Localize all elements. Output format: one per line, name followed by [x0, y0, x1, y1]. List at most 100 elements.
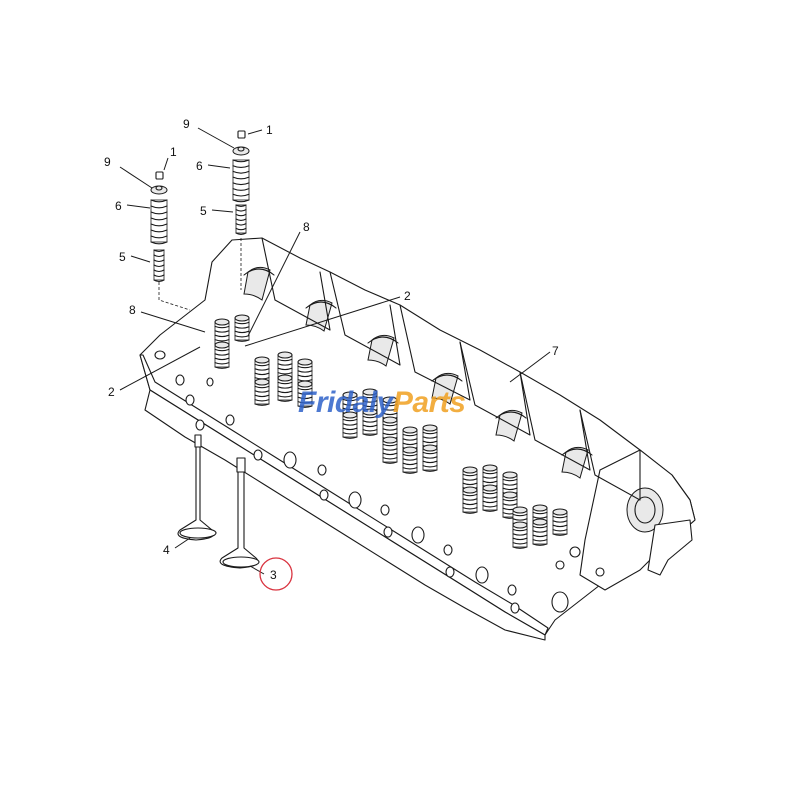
- watermark-part1: Fridaly: [298, 386, 395, 419]
- spring-6-left-body: [150, 199, 168, 243]
- installed-spring-19-cap: [422, 444, 438, 452]
- keeper-left: [155, 171, 164, 180]
- installed-spring: [382, 416, 398, 444]
- spring-6-left-coils: [150, 199, 168, 245]
- watermark: FridalyParts: [298, 386, 466, 419]
- callout-7: 7: [552, 344, 559, 358]
- callout-2-left: 2: [108, 385, 115, 399]
- installed-spring-23-cap: [462, 486, 478, 494]
- installed-spring-13-cap: [362, 408, 378, 416]
- installed-spring-14-cap: [382, 416, 398, 424]
- inner-spring-left: [153, 249, 165, 283]
- callout-5-left: 5: [119, 250, 126, 264]
- spring-6-right-coils: [232, 159, 250, 203]
- installed-spring-12-cap: [342, 411, 358, 419]
- cylinder-head: [139, 237, 696, 641]
- callout-3-highlight-circle: [259, 557, 293, 591]
- installed-spring: [277, 374, 293, 402]
- callout-9-left: 9: [104, 155, 111, 169]
- valve-3: [219, 457, 260, 569]
- leader-lines: [119, 127, 551, 575]
- installed-spring-4-cap: [277, 351, 293, 359]
- installed-spring-28-cap: [552, 508, 568, 516]
- installed-spring-26-cap: [512, 506, 528, 514]
- installed-spring: [234, 314, 250, 342]
- installed-spring-27-cap: [532, 504, 548, 512]
- installed-spring-7-cap: [277, 374, 293, 382]
- installed-spring: [462, 466, 478, 494]
- watermark-part2: Parts: [393, 386, 466, 419]
- end-flange: [647, 519, 693, 576]
- callout-6-left: 6: [115, 199, 122, 213]
- installed-spring-17-cap: [382, 436, 398, 444]
- installed-spring: [462, 486, 478, 514]
- installed-spring: [482, 484, 498, 512]
- installed-spring: [277, 351, 293, 379]
- installed-spring: [254, 356, 270, 384]
- installed-spring: [214, 318, 230, 346]
- spring-5-left-coils: [153, 249, 165, 283]
- installed-spring: [422, 444, 438, 472]
- inner-spring-right: [235, 204, 247, 235]
- spring-5-right-coils: [235, 204, 247, 235]
- installed-spring-22-cap: [502, 471, 518, 479]
- installed-spring-20-cap: [462, 466, 478, 474]
- installed-spring-30-cap: [532, 518, 548, 526]
- front-face-holes: [154, 350, 569, 614]
- callout-3: 3: [270, 568, 277, 582]
- callout-1-left: 1: [170, 145, 177, 159]
- keeper-right: [237, 130, 246, 139]
- callouts: 9 1 6 5 9 1 6 5 8 8 2 2 7 4 3: [104, 117, 559, 591]
- installed-spring-25-cap: [502, 491, 518, 499]
- stack-left-dashed-axis: [158, 282, 191, 311]
- callout-1-right: 1: [266, 123, 273, 137]
- rear-bore: [626, 487, 664, 533]
- installed-spring-9-cap: [342, 391, 358, 399]
- outer-spring-left: [150, 199, 168, 245]
- callout-8-left: 8: [129, 303, 136, 317]
- installed-spring-3-cap: [254, 356, 270, 364]
- installed-spring-29-cap: [512, 521, 528, 529]
- exploded-stack-right: [232, 130, 250, 290]
- outer-spring-right: [232, 159, 250, 203]
- installed-spring-18-cap: [402, 446, 418, 454]
- installed-spring: [254, 378, 270, 406]
- callout-8-right: 8: [303, 220, 310, 234]
- installed-spring-1-cap: [234, 314, 250, 322]
- cylinder-head-side-wall: [144, 389, 546, 641]
- installed-spring: [402, 446, 418, 474]
- installed-spring: [297, 380, 313, 408]
- callout-2-right: 2: [404, 289, 411, 303]
- spring-6-right-body: [232, 159, 250, 201]
- installed-spring-10-cap: [362, 388, 378, 396]
- installed-spring-21-cap: [482, 464, 498, 472]
- installed-spring: [482, 464, 498, 492]
- installed-spring-6-cap: [254, 378, 270, 386]
- installed-spring: [532, 518, 548, 546]
- callout-5-right: 5: [200, 204, 207, 218]
- callout-6-right: 6: [196, 159, 203, 173]
- installed-spring: [214, 341, 230, 369]
- installed-spring-2-cap: [214, 341, 230, 349]
- installed-spring: [552, 508, 568, 536]
- callout-4: 4: [163, 543, 170, 557]
- installed-spring: [512, 521, 528, 549]
- exploded-stack-left: [150, 171, 191, 311]
- watermark-text: FridalyParts: [298, 386, 465, 419]
- installed-spring-5-cap: [297, 358, 313, 366]
- valve-4: [177, 434, 217, 541]
- installed-spring-24-cap: [482, 484, 498, 492]
- installed-spring-16-cap: [422, 424, 438, 432]
- installed-spring-8-cap: [297, 380, 313, 388]
- installed-spring: [362, 388, 378, 416]
- callout-9-right: 9: [183, 117, 190, 131]
- installed-spring-15-cap: [402, 426, 418, 434]
- installed-spring: [382, 436, 398, 464]
- installed-spring: [502, 471, 518, 499]
- deck-compartments: [261, 237, 641, 501]
- installed-spring: [342, 411, 358, 439]
- installed-spring: [342, 391, 358, 419]
- installed-spring: [362, 408, 378, 436]
